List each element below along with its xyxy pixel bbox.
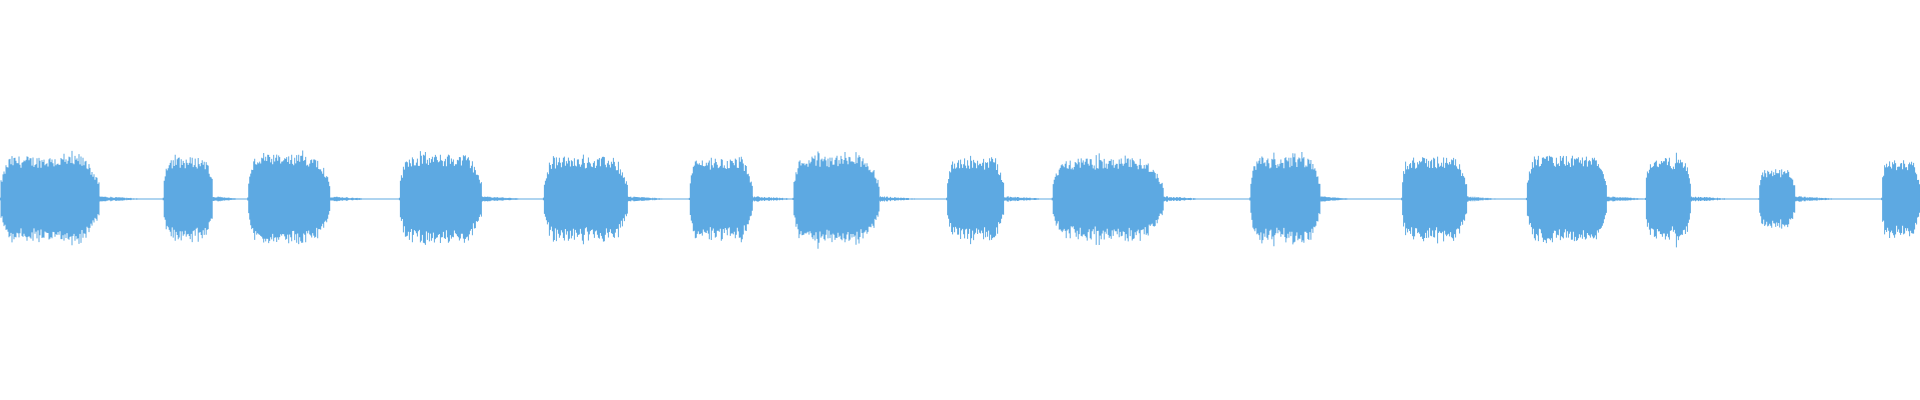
waveform-bars xyxy=(0,150,1920,249)
waveform-segment-bars xyxy=(1644,152,1692,248)
waveform-segment xyxy=(792,151,922,249)
waveform-tail xyxy=(627,196,671,202)
waveform-segment xyxy=(542,154,671,245)
waveform-tail xyxy=(1003,196,1050,202)
waveform-segment-bars xyxy=(162,154,213,243)
waveform-tail xyxy=(329,196,374,202)
waveform-tail xyxy=(1794,196,1843,202)
waveform-segment-bars xyxy=(1758,169,1796,229)
waveform-segment xyxy=(946,155,1050,245)
waveform-segment xyxy=(1758,169,1843,229)
waveform-segment-bars xyxy=(688,156,753,243)
waveform-segment-bars xyxy=(1249,152,1322,247)
waveform-segment xyxy=(398,151,531,245)
waveform-tail xyxy=(1466,196,1501,202)
waveform-tail xyxy=(99,196,149,202)
waveform-tail xyxy=(1320,196,1355,202)
waveform-segment-bars xyxy=(0,150,100,246)
waveform-tail xyxy=(1163,196,1206,202)
waveform-segment-bars xyxy=(1051,153,1164,245)
waveform-segment-bars xyxy=(792,151,880,249)
waveform-tail xyxy=(212,196,243,202)
waveform-segment xyxy=(247,150,374,245)
waveform-segment-bars xyxy=(1525,155,1607,244)
waveform-segment xyxy=(1401,156,1501,244)
waveform-segment xyxy=(1051,153,1206,245)
waveform-segment-bars xyxy=(946,155,1005,245)
waveform-tail xyxy=(481,196,531,202)
waveform-segment-bars xyxy=(247,150,331,245)
waveform-segment xyxy=(1644,152,1734,248)
waveform-segment-bars xyxy=(542,154,628,245)
waveform-segment xyxy=(162,154,243,243)
waveform-segment xyxy=(1881,160,1920,238)
waveform-segment xyxy=(1249,152,1355,247)
waveform-segment xyxy=(0,150,149,246)
waveform-segment-bars xyxy=(1401,156,1468,244)
waveform-tail xyxy=(1691,196,1734,202)
waveform-segment xyxy=(1525,155,1652,244)
waveform-tail xyxy=(878,196,922,202)
waveform-segment-bars xyxy=(398,151,482,245)
waveform-segment-bars xyxy=(1881,160,1920,238)
waveform-segment xyxy=(688,156,801,243)
